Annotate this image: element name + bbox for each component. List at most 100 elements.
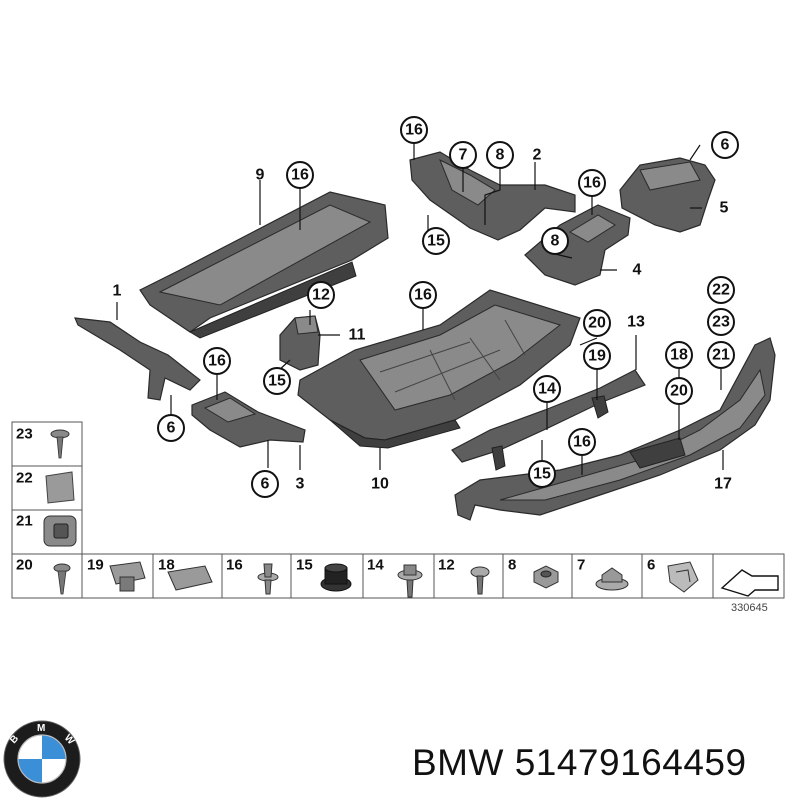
legend-num-19: 19	[87, 556, 104, 573]
svg-text:23: 23	[712, 314, 730, 331]
legend-num-12: 12	[438, 556, 455, 573]
svg-text:14: 14	[538, 381, 556, 398]
collar-screw-icon	[397, 564, 423, 598]
callout-7: 7	[449, 141, 477, 169]
svg-text:17: 17	[714, 476, 732, 493]
svg-text:10: 10	[371, 476, 389, 493]
label-4: 4	[633, 262, 642, 279]
callout-16-tray: 16	[286, 161, 314, 189]
legend-num-16: 16	[226, 556, 243, 573]
svg-text:16: 16	[405, 122, 423, 139]
callouts: 16 7 8 2 6 9 16 16 5 8 15 4 1 12 11 16 2…	[113, 116, 739, 498]
push-clip-icon	[257, 563, 279, 595]
diagram-reference-number: 330645	[731, 602, 768, 614]
svg-text:22: 22	[712, 282, 730, 299]
callout-8-mid: 8	[541, 227, 569, 255]
svg-text:15: 15	[427, 233, 445, 250]
svg-text:9: 9	[256, 167, 265, 184]
part-6-left-cover	[191, 391, 306, 448]
svg-text:8: 8	[496, 147, 505, 164]
callout-22: 22	[707, 276, 735, 304]
svg-text:M: M	[37, 723, 45, 734]
plate-icon	[45, 471, 75, 504]
label-3: 3	[296, 476, 305, 493]
svg-text:15: 15	[268, 373, 286, 390]
part-10-center-panel	[297, 289, 581, 449]
legend-num-22: 22	[16, 469, 33, 486]
svg-text:2: 2	[533, 147, 542, 164]
svg-text:13: 13	[627, 314, 645, 331]
callout-16: 16	[400, 116, 428, 144]
callout-20-mid: 20	[583, 309, 611, 337]
svg-text:16: 16	[573, 434, 591, 451]
svg-text:6: 6	[167, 420, 176, 437]
clip-plate-icon	[43, 515, 77, 547]
part-1-bracket	[74, 317, 201, 401]
callout-20-right: 20	[665, 377, 693, 405]
label-9: 9	[256, 167, 265, 184]
callout-16-left: 16	[203, 347, 231, 375]
leader-lines	[116, 143, 724, 475]
label-17: 17	[714, 476, 732, 493]
callout-15-brace: 15	[528, 460, 556, 488]
svg-text:19: 19	[588, 348, 606, 365]
label-11: 11	[349, 327, 366, 344]
callout-23: 23	[707, 308, 735, 336]
svg-text:16: 16	[291, 167, 309, 184]
callout-16-right: 16	[578, 169, 606, 197]
svg-text:18: 18	[670, 347, 688, 364]
callout-6-top: 6	[711, 131, 739, 159]
callout-18: 18	[665, 341, 693, 369]
svg-text:15: 15	[533, 466, 551, 483]
callout-14: 14	[533, 375, 561, 403]
part-5-plate	[619, 157, 716, 233]
callout-21: 21	[707, 341, 735, 369]
svg-text:6: 6	[261, 476, 270, 493]
svg-text:21: 21	[712, 347, 730, 364]
screw-icon	[50, 429, 70, 459]
svg-text:7: 7	[459, 147, 468, 164]
callout-8: 8	[486, 141, 514, 169]
part-number-caption: BMW 51479164459	[412, 742, 747, 783]
svg-text:20: 20	[670, 383, 688, 400]
hardware-legend: 23 22 21 20 19 18 16 15 14 12 8 7 6	[11, 421, 785, 599]
legend-num-6: 6	[647, 556, 655, 573]
self-tapping-screw-icon	[53, 563, 71, 595]
svg-text:6: 6	[721, 137, 730, 154]
hex-nut-icon	[533, 565, 559, 589]
svg-text:11: 11	[349, 327, 366, 344]
label-1: 1	[113, 283, 122, 300]
part-4-bracket	[524, 204, 631, 286]
legend-num-8: 8	[508, 556, 516, 573]
svg-text:16: 16	[583, 175, 601, 192]
bmw-logo: B M W	[3, 720, 81, 798]
svg-text:4: 4	[633, 262, 642, 279]
legend-num-18: 18	[158, 556, 175, 573]
svg-text:16: 16	[208, 353, 226, 370]
legend-num-15: 15	[296, 556, 313, 573]
svg-text:12: 12	[312, 287, 330, 304]
svg-text:3: 3	[296, 476, 305, 493]
rubber-grommet-icon	[320, 563, 352, 592]
legend-num-21: 21	[16, 512, 33, 529]
part-2-channel	[409, 151, 576, 241]
flange-nut-icon	[595, 567, 629, 591]
callout-15-top: 15	[422, 227, 450, 255]
legend-num-7: 7	[577, 556, 585, 573]
callout-16-panel: 16	[409, 281, 437, 309]
legend-num-23: 23	[16, 425, 33, 442]
callout-15-box: 15	[263, 367, 291, 395]
expanding-rivet-icon	[109, 561, 146, 592]
legend-num-20: 20	[16, 556, 33, 573]
callout-6-bottom: 6	[251, 470, 279, 498]
callout-6-left: 6	[157, 414, 185, 442]
svg-text:16: 16	[414, 287, 432, 304]
svg-text:1: 1	[113, 283, 122, 300]
label-10: 10	[371, 476, 389, 493]
callout-19: 19	[583, 342, 611, 370]
label-2: 2	[533, 147, 542, 164]
callout-16-carrier: 16	[568, 428, 596, 456]
callout-12: 12	[307, 281, 335, 309]
spring-nut-icon	[667, 561, 699, 593]
